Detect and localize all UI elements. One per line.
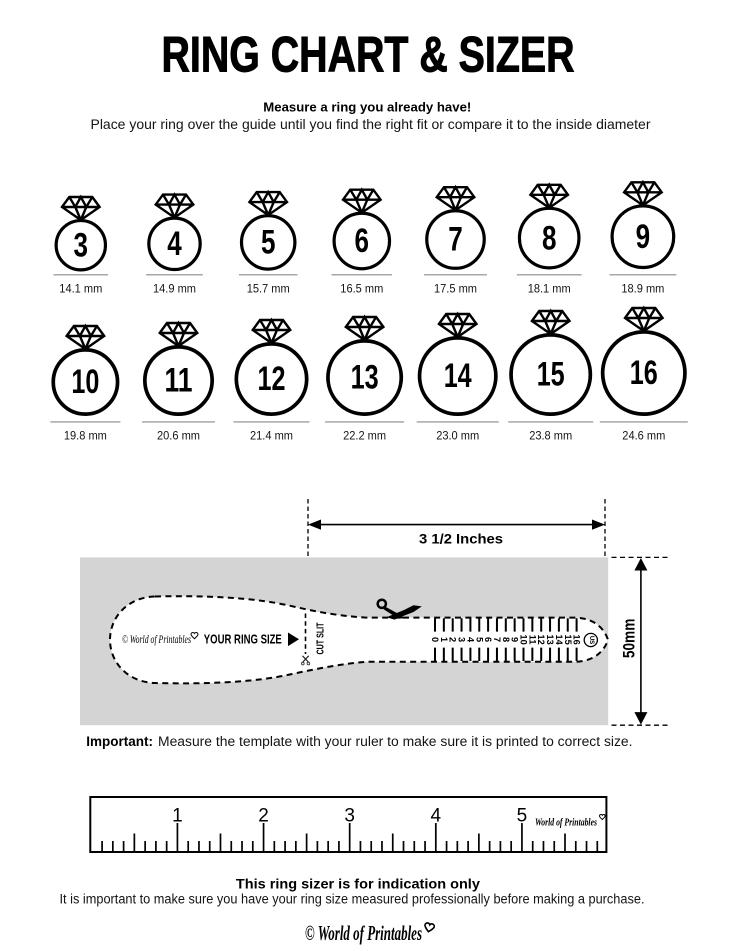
svg-text:8: 8 [542,219,557,257]
svg-text:12: 12 [536,634,546,644]
svg-text:15: 15 [537,356,565,394]
svg-text:50mm: 50mm [620,619,638,659]
svg-text:4: 4 [431,806,442,827]
svg-text:6: 6 [355,222,370,260]
svg-text:YOUR RING SIZE: YOUR RING SIZE [204,633,282,647]
svg-text:1: 1 [172,806,183,827]
svg-text:World of Printables: World of Printables [535,818,597,829]
svg-text:22.2 mm: 22.2 mm [343,428,386,442]
svg-text:10: 10 [71,363,99,401]
svg-text:CUT SLIT: CUT SLIT [314,622,326,654]
svg-text:16: 16 [572,634,582,644]
svg-text:5: 5 [474,637,484,642]
svg-text:3: 3 [344,806,355,827]
svg-text:Place your ring over the guide: Place your ring over the guide until you… [91,116,651,132]
svg-text:11: 11 [527,635,537,645]
svg-text:0: 0 [430,637,440,642]
svg-text:This ring sizer is for indicat: This ring sizer is for indication only [236,877,481,892]
svg-text:13: 13 [351,359,379,397]
svg-text:11: 11 [165,362,193,400]
svg-text:© World of Printables: © World of Printables [305,921,422,945]
svg-text:It is important to make sure y: It is important to make sure you have yo… [60,891,645,906]
svg-text:7: 7 [492,637,502,642]
svg-text:3: 3 [74,226,89,264]
svg-text:5: 5 [517,806,528,827]
svg-text:14.1 mm: 14.1 mm [59,281,102,295]
svg-text:10: 10 [519,634,529,644]
svg-text:8: 8 [501,637,511,642]
svg-text:1: 1 [439,637,449,642]
svg-text:16.5 mm: 16.5 mm [340,281,383,295]
svg-text:3: 3 [457,637,467,642]
svg-text:4: 4 [465,637,475,643]
svg-text:17.5 mm: 17.5 mm [434,281,477,295]
svg-text:Measure the template with your: Measure the template with your ruler to … [158,734,633,749]
svg-text:14: 14 [444,357,472,395]
svg-text:Measure a ring you already hav: Measure a ring you already have! [263,100,471,115]
svg-text:21.4 mm: 21.4 mm [250,428,293,442]
svg-text:9: 9 [510,637,520,642]
svg-text:15.7 mm: 15.7 mm [247,281,290,295]
svg-text:23.8 mm: 23.8 mm [529,428,572,442]
svg-text:4: 4 [167,225,182,263]
svg-text:5: 5 [261,224,276,262]
svg-text:RING CHART & SIZER: RING CHART & SIZER [162,27,575,83]
svg-text:2: 2 [258,806,269,827]
svg-text:2: 2 [448,637,458,642]
svg-text:6: 6 [483,637,493,642]
svg-text:24.6 mm: 24.6 mm [622,428,665,442]
svg-text:Important:: Important: [86,734,153,749]
svg-text:15: 15 [563,634,573,644]
svg-text:© World of Printables: © World of Printables [122,634,191,646]
svg-text:18.1 mm: 18.1 mm [528,281,571,295]
svg-text:US: US [588,636,594,644]
svg-text:14.9 mm: 14.9 mm [153,281,196,295]
svg-text:16: 16 [630,354,658,392]
svg-text:3 1/2 Inches: 3 1/2 Inches [419,531,503,547]
svg-text:9: 9 [636,218,651,256]
svg-text:23.0 mm: 23.0 mm [436,428,479,442]
svg-text:14: 14 [554,634,564,645]
svg-text:19.8 mm: 19.8 mm [64,428,107,442]
svg-text:7: 7 [448,221,463,259]
svg-text:18.9 mm: 18.9 mm [621,281,664,295]
svg-text:13: 13 [545,634,555,644]
svg-text:12: 12 [258,360,286,398]
svg-text:20.6 mm: 20.6 mm [157,428,200,442]
